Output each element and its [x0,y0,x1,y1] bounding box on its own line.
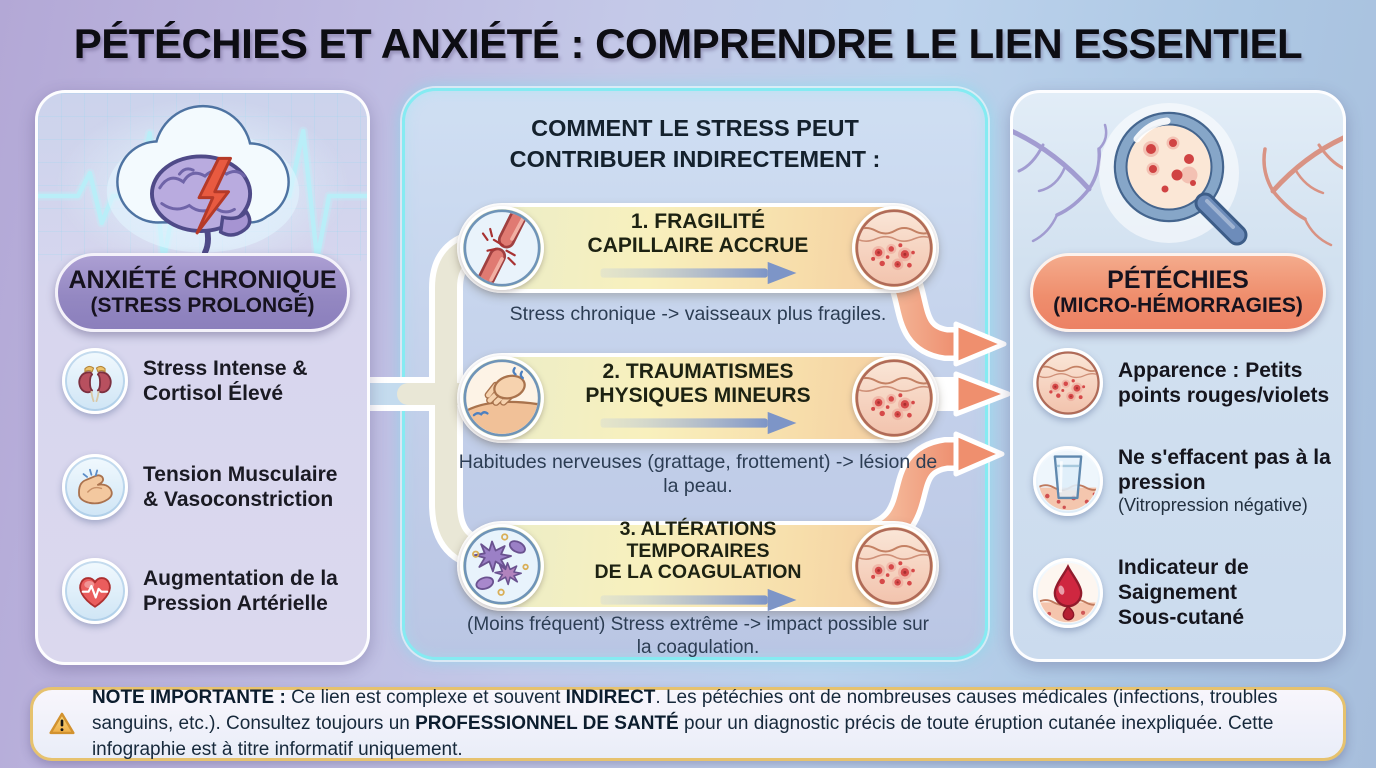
anxiety-badge-subtitle: (STRESS PROLONGÉ) [90,294,315,318]
glass-test-icon [1033,445,1103,516]
heart-ekg-icon [62,558,128,624]
step-pill-3: 3. ALTÉRATIONS TEMPORAIRES DE LA COAGULA… [457,519,939,612]
brain-cloud-icon [106,104,299,256]
petechiae-badge-title: PÉTÉCHIES [1107,265,1249,294]
middle-panel: COMMENT LE STRESS PEUT CONTRIBUER INDIRE… [402,88,988,660]
middle-header-line1: COMMENT LE STRESS PEUT [531,115,859,141]
step-1-caption: Stress chronique -> vaisseaux plus fragi… [509,303,887,325]
right-item-label: Indicateur de Saignement Sous-cutané [1118,556,1249,630]
right-arrow-icon [600,588,796,611]
left-item-tension: Tension Musculaire & Vasoconstriction [62,454,357,520]
brain-area [38,93,367,266]
platelets-icon [460,524,544,608]
magnifier-area [1013,93,1343,298]
right-item-label: Apparence : Petits points rouges/violets [1118,358,1330,407]
skin-dots-icon [852,206,936,290]
step-pill-2: 2. TRAUMATISMES PHYSIQUES MINEURS [457,353,939,443]
broken-vessel-icon [460,206,544,290]
step-3-center: 3. ALTÉRATIONS TEMPORAIRES DE LA COAGULA… [544,519,852,612]
petechiae-badge-subtitle: (MICRO-HÉMORRAGIES) [1053,294,1303,318]
note-text: NOTE IMPORTANTE : Ce lien est complexe e… [91,686,1278,761]
right-item-apparence: Apparence : Petits points rouges/violets [1033,348,1333,418]
right-item-saignement: Indicateur de Saignement Sous-cutané [1033,555,1333,631]
left-item-cortisol: Stress Intense & Cortisol Élevé [62,348,357,414]
left-item-label: Tension Musculaire & Vasoconstriction [143,462,338,511]
step-3-caption: (Moins fréquent) Stress extrême -> impac… [467,614,929,659]
right-arrow-icon [600,261,796,284]
step-pill-1: 1. FRAGILITÉ CAPILLAIRE ACCRUE [457,203,939,293]
step-3-title: 3. ALTÉRATIONS TEMPORAIRES DE LA COAGULA… [594,518,802,584]
skin-dots-icon [1033,348,1103,418]
magnifier-vessels-icon [1013,103,1343,247]
step-1-title: 1. FRAGILITÉ CAPILLAIRE ACCRUE [587,210,809,257]
left-item-label: Augmentation de la Pression Artérielle [143,566,338,615]
skin-dots-icon [852,524,936,608]
left-item-label: Stress Intense & Cortisol Élevé [143,356,308,405]
step-2-caption: Habitudes nerveuses (grattage, frottemen… [458,451,938,497]
step-2-title: 2. TRAUMATISMES PHYSIQUES MINEURS [585,360,811,407]
kidneys-icon [62,348,128,414]
petechiae-badge: PÉTÉCHIES (MICRO-HÉMORRAGIES) [1030,253,1326,332]
warning-icon [49,712,75,735]
skin-dots-icon [852,356,936,440]
right-item-sublabel: (Vitropression négative) [1118,495,1308,516]
important-note: NOTE IMPORTANTE : Ce lien est complexe e… [30,687,1346,761]
right-item-vitropression: Ne s'effacent pas à la pression (Vitropr… [1033,445,1333,517]
step-2-center: 2. TRAUMATISMES PHYSIQUES MINEURS [544,360,852,435]
scratching-icon [460,356,544,440]
right-arrow-icon [600,411,796,434]
page-title: PÉTÉCHIES ET ANXIÉTÉ : COMPRENDRE LE LIE… [73,20,1303,67]
middle-header-line2: CONTRIBUER INDIRECTEMENT : [509,145,881,172]
muscle-icon [62,454,128,520]
step-1-center: 1. FRAGILITÉ CAPILLAIRE ACCRUE [544,210,852,285]
left-item-pression: Augmentation de la Pression Artérielle [62,558,357,624]
middle-header: COMMENT LE STRESS PEUT CONTRIBUER INDIRE… [405,113,985,174]
left-panel: ANXIÉTÉ CHRONIQUE (STRESS PROLONGÉ) Stre… [35,90,370,665]
anxiety-badge-title: ANXIÉTÉ CHRONIQUE [68,265,337,294]
blood-drop-icon [1033,557,1103,628]
right-panel: PÉTÉCHIES (MICRO-HÉMORRAGIES) Apparence … [1010,90,1346,662]
anxiety-badge: ANXIÉTÉ CHRONIQUE (STRESS PROLONGÉ) [55,253,350,332]
right-item-text: Ne s'effacent pas à la pression (Vitropr… [1118,445,1333,517]
